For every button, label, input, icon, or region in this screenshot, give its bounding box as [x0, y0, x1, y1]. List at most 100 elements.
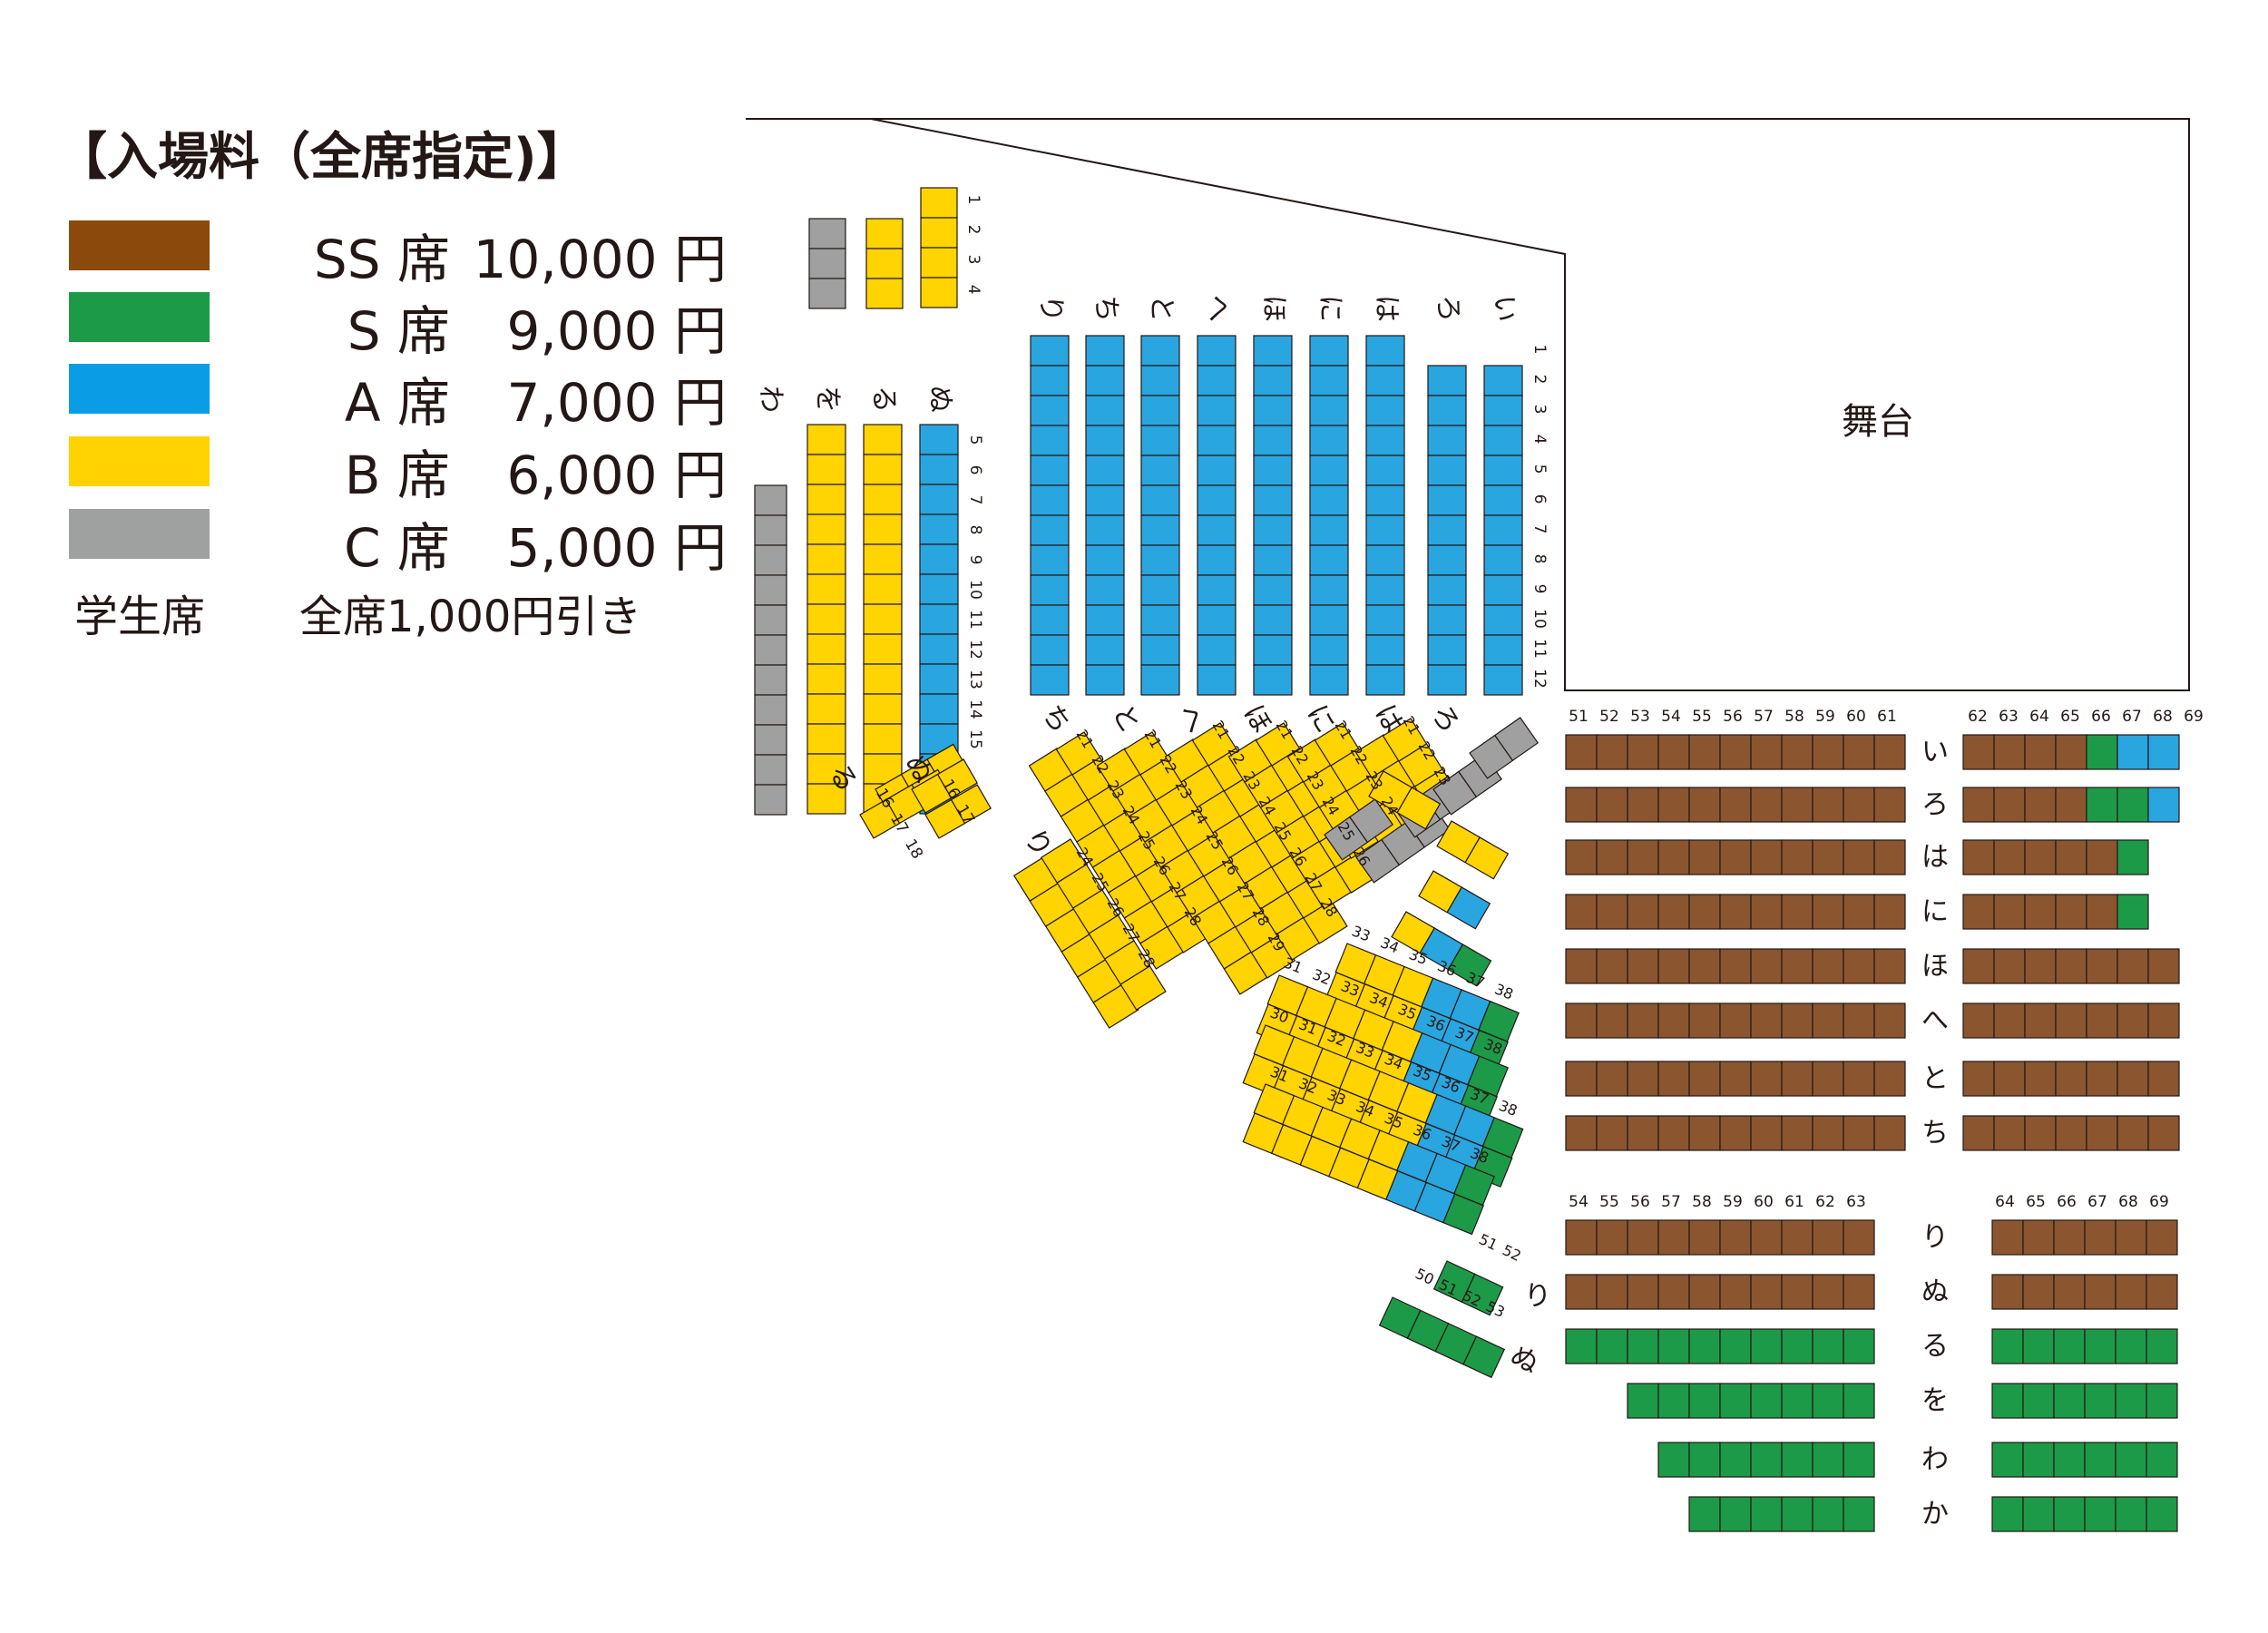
- seat-front-right-right: [2116, 787, 2149, 823]
- seat-front-right-left: [1596, 839, 1628, 875]
- seat-front-left: [1030, 365, 1070, 396]
- seat-number-diag-small: 52: [1500, 1241, 1523, 1265]
- seat-front-right-left: [1750, 894, 1783, 930]
- seat-front-left: [1030, 514, 1070, 546]
- seat-front-right-right: [2116, 734, 2149, 770]
- seat-front-right-right: [2147, 948, 2180, 984]
- stage-outline: [746, 118, 2190, 691]
- row-label-back-left: わ: [755, 386, 787, 413]
- seat-back-left: [919, 543, 959, 575]
- seat-number-back-left: 14: [966, 699, 984, 719]
- row-label-front-left: と: [1146, 295, 1178, 322]
- seat-front-left: [1030, 395, 1070, 426]
- seat-number-front-left: 12: [1530, 669, 1549, 689]
- seat-side-nu: [950, 784, 992, 825]
- seat-back-left: [807, 484, 846, 515]
- seat-front-right-left: [1873, 839, 1906, 875]
- seat-front-left: [1483, 664, 1523, 696]
- seat-box-b: [865, 218, 904, 249]
- seat-front-right-right: [2024, 894, 2057, 930]
- seat-front-left: [1365, 455, 1405, 486]
- seat-front-right-left: [1688, 787, 1721, 823]
- seat-front-right-left: [1596, 1002, 1628, 1039]
- row-label-front-left: は: [1371, 295, 1403, 322]
- seat-back-left: [919, 693, 959, 725]
- seat-back-left: [807, 783, 846, 815]
- seat-diag-ha: [1396, 787, 1442, 830]
- seat-number-front-right: 61: [1877, 708, 1897, 726]
- seat-front-right-right: [1993, 734, 2026, 770]
- seat-back-right-right: [2115, 1442, 2147, 1478]
- seat-front-left: [1140, 664, 1180, 696]
- seat-front-right-left: [1596, 1115, 1628, 1151]
- seat-front-right-left: [1781, 1061, 1813, 1097]
- row-label-back-left: ぬ: [924, 386, 956, 413]
- seat-front-right-left: [1750, 1115, 1783, 1151]
- seat-back-right-right: [2084, 1274, 2116, 1310]
- seat-back-right-left: [1781, 1328, 1813, 1364]
- seat-number-back-right: 56: [1630, 1193, 1650, 1211]
- seat-front-left: [1365, 514, 1405, 546]
- seat-back-right-left: [1688, 1383, 1721, 1419]
- seat-front-right-left: [1843, 1061, 1875, 1097]
- seat-front-left: [1140, 335, 1180, 367]
- seat-front-left: [1427, 604, 1467, 636]
- seat-front-left: [1309, 604, 1349, 636]
- seat-number-back-left: 15: [966, 729, 984, 749]
- seat-back-left: [919, 454, 959, 485]
- row-label-front-right: ほ: [1921, 951, 1949, 983]
- seat-diag-ri-group: [1040, 838, 1167, 1011]
- seat-box-c: [808, 248, 846, 279]
- seat-number-back-left: 13: [966, 670, 984, 689]
- seat-front-right-left: [1657, 734, 1690, 770]
- seat-back-right-left: [1688, 1328, 1721, 1364]
- seat-front-left: [1253, 395, 1293, 426]
- seat-front-right-left: [1657, 1061, 1690, 1097]
- seat-back-right-right: [2146, 1274, 2178, 1310]
- seat-back-right-right: [2115, 1383, 2147, 1419]
- legend-price-a: 7,000 円: [506, 372, 727, 434]
- seat-front-left: [1253, 455, 1293, 486]
- seat-front-left: [1253, 544, 1293, 576]
- seat-front-left: [1483, 634, 1523, 666]
- seat-front-left: [1483, 395, 1523, 426]
- seat-front-right-right: [2086, 839, 2118, 875]
- seat-diag-c: [1494, 717, 1540, 762]
- seat-front-left: [1427, 574, 1467, 606]
- seat-back-left: [919, 633, 959, 665]
- seat-back-left: [807, 603, 846, 635]
- seat-front-left: [1483, 574, 1523, 606]
- seat-front-left: [1365, 574, 1405, 606]
- seat-front-right-left: [1565, 1061, 1598, 1097]
- seat-front-right-right: [2024, 734, 2057, 770]
- seat-front-right-right: [2024, 839, 2057, 875]
- row-label-diag-small: ぬ: [1505, 1339, 1544, 1380]
- seats-layer: [754, 187, 2180, 1532]
- row-label-front-right: へ: [1921, 1005, 1949, 1037]
- seat-number-back-right: 60: [1754, 1193, 1774, 1211]
- seat-front-left: [1309, 664, 1349, 696]
- seat-front-left: [1427, 425, 1467, 456]
- seat-front-right-left: [1565, 894, 1598, 930]
- seat-diag-fan-group: [1028, 748, 1185, 970]
- seat-box-b: [920, 217, 958, 249]
- legend-class-c: C 席: [344, 517, 450, 579]
- seat-front-right-right: [2116, 1002, 2149, 1039]
- box-seat-number: 3: [964, 255, 982, 265]
- seat-back-left: [863, 693, 903, 725]
- legend-row-c: C 席 5,000 円: [69, 509, 727, 579]
- seat-back-right-left: [1657, 1219, 1690, 1256]
- seat-number-front-right: 58: [1784, 708, 1804, 726]
- seat-back-right-left: [1750, 1496, 1783, 1532]
- seat-back-right-left: [1719, 1496, 1752, 1532]
- seat-front-left: [1365, 395, 1405, 426]
- seat-number-front-right: 55: [1692, 708, 1712, 726]
- seat-back-left: [807, 693, 846, 725]
- seat-front-right-right: [2055, 734, 2087, 770]
- seat-front-right-right: [2147, 787, 2180, 823]
- legend-price-b: 6,000 円: [506, 445, 727, 506]
- seat-back-left: [863, 424, 903, 455]
- seat-front-right-right: [2024, 948, 2057, 984]
- seat-back-right-left: [1719, 1328, 1752, 1364]
- seat-front-right-left: [1873, 1061, 1906, 1097]
